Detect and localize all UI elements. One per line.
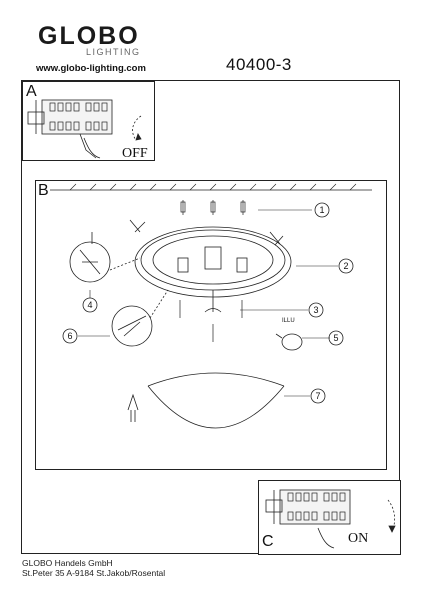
wire-detail-6 [111,289,169,347]
callout-4: 4 [87,300,93,310]
panel-b-label: B [38,182,49,199]
base-plate [129,219,292,313]
panel-c-label: C [262,533,274,550]
brand-logo-subtitle: LIGHTING [86,47,141,57]
terminal-block-c [265,489,396,549]
wall-plugs [180,200,246,215]
callout-5: 5 [333,333,339,343]
brand-logo: GLOBO [38,22,140,50]
footer-address: St.Peter 35 A-9184 St.Jakob/Rosental [22,568,166,578]
glass-diffuser-7 [127,372,285,429]
callout-1: 1 [319,205,325,215]
model-number: 40400-3 [226,55,292,74]
off-label: OFF [122,146,148,161]
on-label: ON [348,531,369,546]
callout-6: 6 [67,331,73,341]
bulb-5 [275,333,303,351]
panel-b [35,180,387,470]
callout-circles [62,202,354,404]
website-url[interactable]: www.globo-lighting.com [36,63,146,74]
ceiling-hatch [50,183,372,191]
footer-company: GLOBO Handels GmbH [22,558,113,568]
screws-bottom [179,300,243,342]
callout-2: 2 [343,261,349,271]
callout-3: 3 [313,305,319,315]
panel-a [22,81,155,161]
callout-7: 7 [315,391,321,401]
wire-detail-4 [69,232,141,283]
panel-a-label: A [26,83,37,100]
illu-label: ILLU [282,318,295,324]
main-frame [21,80,400,554]
terminal-block-a [27,99,142,159]
